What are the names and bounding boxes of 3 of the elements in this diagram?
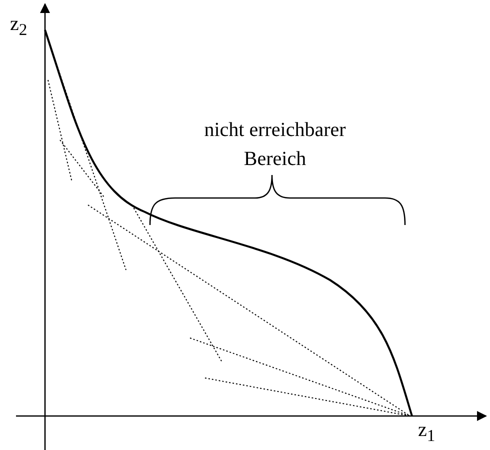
axis-label: z$_{1}$ <box>418 418 436 446</box>
region-label: nicht erreichbarer Bereich <box>203 118 347 172</box>
axis-label: z$_{2}$ <box>10 12 28 40</box>
